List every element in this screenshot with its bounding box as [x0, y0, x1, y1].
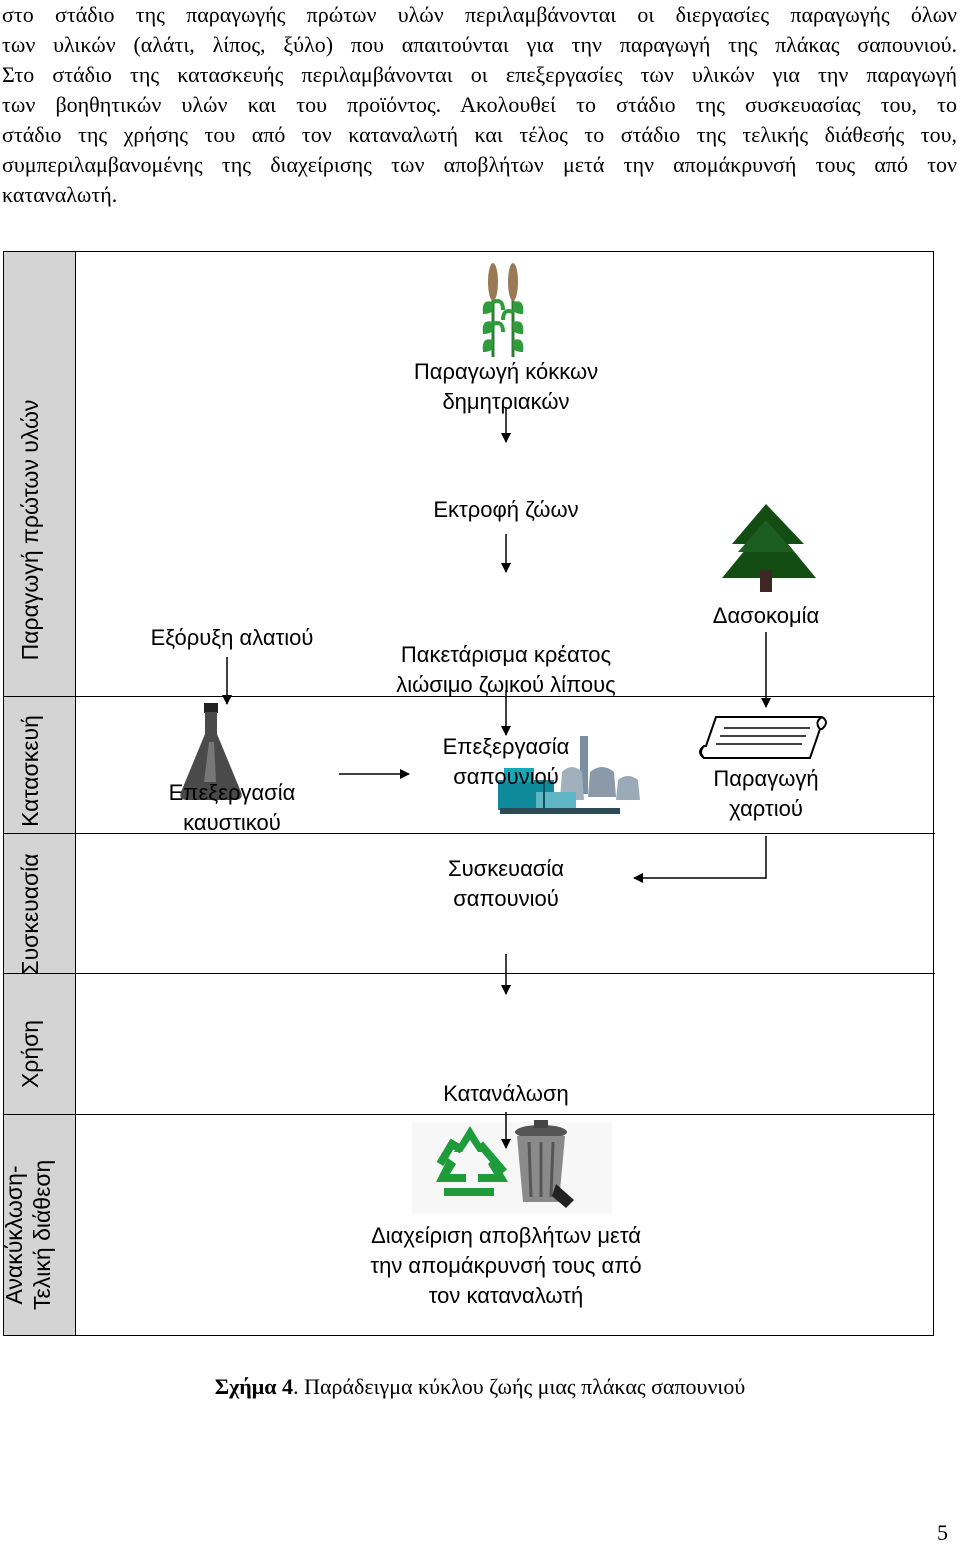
node-soap-processing: Επεξεργασία σαπουνιού: [416, 732, 596, 792]
node-waste-management: Διαχείριση αποβλήτων μετά την απομάκρυνσ…: [346, 1221, 666, 1311]
node-salt-mining: Εξόρυξη αλατιού: [132, 623, 332, 653]
node-caustic-processing: Επεξεργασία καυστικού: [142, 778, 322, 838]
node-grain-production: Παραγωγή κόκκων δημητριακών: [386, 357, 626, 417]
figure-caption-label: Σχήμα 4: [214, 1374, 294, 1399]
stage-divider: [4, 833, 935, 834]
stage-divider: [4, 1114, 935, 1115]
paragraph-line: Στο στάδιο της κατασκευής περιλαμβάνοντα…: [2, 62, 957, 87]
node-soap-processing-line1: Επεξεργασία: [442, 734, 570, 759]
figure-graphics: [180, 263, 827, 1214]
paragraph-line: καταναλωτή.: [2, 182, 118, 207]
life-cycle-figure: Παραγωγή πρώτων υλών Κατασκευή Συσκευασί…: [1, 251, 935, 1336]
paragraph-line: συμπεριλαμβανομένης της διαχείρισης των …: [2, 152, 957, 177]
body-paragraph: στο στάδιο της παραγωγής πρώτων υλών περ…: [2, 0, 957, 210]
paragraph-line: στάδιο της χρήσης του από τον καταναλωτή…: [2, 122, 957, 147]
paper-scroll-icon: [699, 716, 827, 759]
node-waste-line1: Διαχείριση αποβλήτων μετά: [371, 1223, 641, 1248]
node-waste-line3: τον καταναλωτή: [428, 1283, 584, 1308]
recycle-icon: [412, 1122, 612, 1214]
node-soap-packaging-line2: σαπουνιού: [453, 886, 559, 911]
figure-caption: Σχήμα 4. Παράδειγμα κύκλου ζωής μιας πλά…: [0, 1374, 960, 1400]
node-forestry-line1: Δασοκομία: [712, 603, 820, 628]
node-paper-line1: Παραγωγή: [713, 766, 819, 791]
node-consumption-line1: Κατανάλωση: [443, 1081, 569, 1106]
node-meat-packing-line1: Πακετάρισμα κρέατος: [400, 642, 612, 667]
node-soap-processing-line2: σαπουνιού: [453, 764, 559, 789]
stage-divider: [4, 696, 935, 697]
pine-tree-icon: [722, 504, 816, 592]
node-soap-packaging: Συσκευασία σαπουνιού: [416, 854, 596, 914]
wheat-icon: [482, 263, 524, 357]
node-paper-production: Παραγωγή χαρτιού: [686, 764, 846, 824]
node-forestry: Δασοκομία: [686, 601, 846, 631]
node-meat-packing: Πακετάρισμα κρέατος λιώσιμο ζωικού λίπου…: [366, 640, 646, 700]
paragraph-line: στο στάδιο της παραγωγής πρώτων υλών περ…: [2, 2, 957, 27]
node-waste-line2: την απομάκρυνσή τους από: [370, 1253, 642, 1278]
node-livestock-line1: Εκτροφή ζώων: [433, 497, 579, 522]
flask-icon: [180, 703, 242, 800]
stage-column: [4, 252, 76, 1335]
node-consumption: Κατανάλωση: [406, 1079, 606, 1109]
node-caustic-line2: καυστικού: [183, 810, 281, 835]
node-salt-mining-line1: Εξόρυξη αλατιού: [150, 625, 314, 650]
node-livestock: Εκτροφή ζώων: [386, 495, 626, 525]
node-soap-packaging-line1: Συσκευασία: [448, 856, 564, 881]
flow-arrows: [222, 407, 771, 1149]
node-paper-line2: χαρτιού: [729, 796, 803, 821]
node-meat-packing-line2: λιώσιμο ζωικού λίπους: [396, 672, 616, 697]
stage-divider: [4, 973, 935, 974]
node-caustic-line1: Επεξεργασία: [168, 780, 296, 805]
factory-icon: [498, 736, 640, 814]
paragraph-line: των βοηθητικών υλών και του προϊόντος. Α…: [2, 92, 957, 117]
arrow-paper-to-packaging: [633, 836, 767, 883]
paragraph-line: των υλικών (αλάτι, λίπος, ξύλο) που απαι…: [2, 32, 957, 57]
figure-caption-text: . Παράδειγμα κύκλου ζωής μιας πλάκας σαπ…: [293, 1374, 746, 1399]
node-grain-line2: δημητριακών: [442, 389, 570, 414]
node-grain-line1: Παραγωγή κόκκων: [413, 359, 599, 384]
page-number: 5: [937, 1520, 948, 1545]
trash-can-icon: [515, 1120, 574, 1208]
